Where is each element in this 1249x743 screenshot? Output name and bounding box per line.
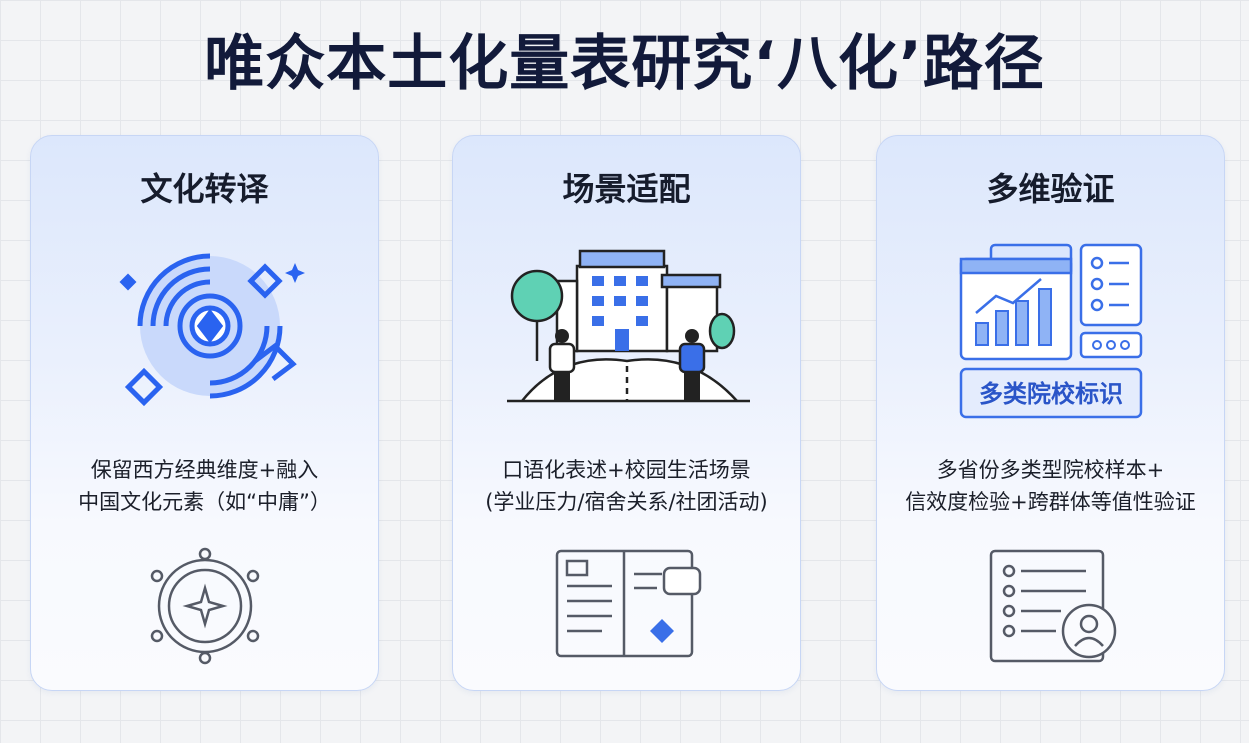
card-title: 文化转译	[140, 170, 269, 208]
card-description: 口语化表述+校园生活场景 (学业压力/宿舍关系/社团活动)	[453, 454, 800, 518]
campus-building-icon	[506, 249, 750, 403]
compass-star-icon	[150, 547, 259, 665]
desc-line: 信效度检验+跨群体等值性验证	[905, 490, 1196, 514]
card-cultural-translation: 文化转译 保留西方经典维度+融入 中国文化元素（如“中庸”）	[30, 135, 379, 691]
desc-line: 中国文化元素（如“中庸”）	[78, 490, 331, 514]
card-description: 保留西方经典维度+融入 中国文化元素（如“中庸”）	[31, 454, 378, 518]
user-checklist-icon	[989, 549, 1116, 663]
card-description: 多省份多类型院校样本+ 信效度检验+跨群体等值性验证	[877, 454, 1224, 518]
card-title: 多维验证	[986, 170, 1115, 208]
concentric-culture-icon	[119, 253, 305, 407]
institution-badge: 多类院校标识	[979, 380, 1123, 408]
desc-line: (学业压力/宿舍关系/社团活动)	[485, 490, 768, 514]
card-multi-validation: 多维验证 多类院校标识 多省份多类型院校样本+ 信效度检验+跨群体等值性验证	[876, 135, 1225, 691]
open-book-chat-icon	[555, 549, 701, 658]
desc-line: 保留西方经典维度+融入	[90, 458, 319, 482]
desc-line: 多省份多类型院校样本+	[936, 458, 1165, 482]
desc-line: 口语化表述+校园生活场景	[502, 458, 751, 482]
dashboard-chart-icon: 多类院校标识	[959, 243, 1142, 419]
page-title: 唯众本土化量表研究‘八化’路径	[204, 29, 1045, 99]
card-scenario-adaptation: 场景适配 口语化表述+校园生活场景 (学业压力/宿舍关系/社团活动)	[452, 135, 801, 691]
card-title: 场景适配	[562, 170, 691, 208]
